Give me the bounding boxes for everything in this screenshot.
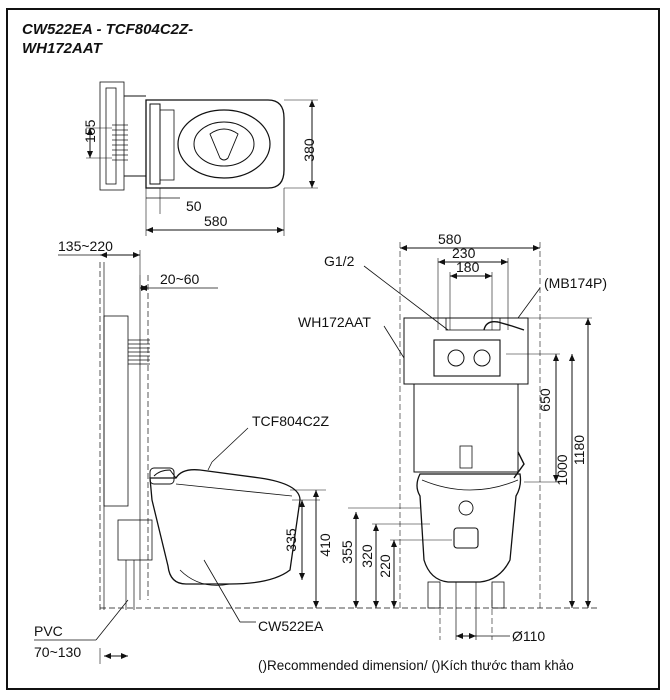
top-dim-580: 580 <box>204 213 228 229</box>
top-dim-380: 380 <box>301 138 317 162</box>
front-view-inlet-pipe <box>483 320 525 331</box>
label-g12: G1/2 <box>324 253 355 269</box>
top-dim-155: 155 <box>82 119 98 143</box>
side-view-bowl-outline <box>149 469 301 585</box>
front-dim-650: 650 <box>537 388 553 412</box>
front-dim-580: 580 <box>438 231 462 247</box>
front-dim-355: 355 <box>339 540 355 564</box>
front-view <box>330 242 600 640</box>
label-wh172aat: WH172AAT <box>298 314 371 330</box>
front-dim-1180: 1180 <box>571 435 587 465</box>
top-view-bowl-opening <box>209 128 239 161</box>
front-dim-180: 180 <box>456 259 480 275</box>
side-dim-410: 410 <box>317 533 333 557</box>
title-line-2: WH172AAT <box>22 40 102 57</box>
label-cw522ea: CW522EA <box>258 618 324 634</box>
top-view-seat-ring <box>177 109 271 179</box>
side-view-flush-plate <box>128 339 150 365</box>
front-view-cistern <box>413 383 519 473</box>
side-view-seat-unit <box>149 467 175 485</box>
front-view-frame-upper <box>403 317 529 385</box>
label-pvc: PVC <box>34 623 63 639</box>
front-dim-diameter-110: Ø110 <box>512 628 545 644</box>
top-view-cistern-ribs <box>112 124 128 161</box>
side-view-pipe-connection <box>117 519 153 561</box>
side-dim-135-220: 135~220 <box>58 238 113 254</box>
side-dim-70-130: 70~130 <box>34 644 81 660</box>
top-view-wall-frame <box>99 81 125 191</box>
front-dim-320: 320 <box>359 544 375 568</box>
front-view-bowl <box>416 473 522 583</box>
top-view <box>86 81 318 236</box>
title-line-1: CW522EA - TCF804C2Z- <box>22 21 194 38</box>
front-view-flush-plate <box>433 339 501 377</box>
label-mb174p: (MB174P) <box>544 275 607 291</box>
drawing-frame <box>6 8 660 690</box>
front-view-outlet <box>453 527 479 549</box>
top-view-toilet-outline <box>145 99 285 189</box>
front-dim-1000: 1000 <box>554 454 570 485</box>
side-view-frame <box>103 315 129 507</box>
front-dim-230: 230 <box>452 245 476 261</box>
footer-note: ()Recommended dimension/ ()Kích thước th… <box>258 658 574 673</box>
side-dim-20-60: 20~60 <box>160 271 200 287</box>
side-view <box>34 250 330 664</box>
front-dim-220: 220 <box>377 554 393 578</box>
label-tcf804c2z: TCF804C2Z <box>252 413 329 429</box>
top-dim-50: 50 <box>186 198 202 214</box>
drawing-title: CW522EA - TCF804C2Z- WH172AAT <box>22 20 193 58</box>
side-dim-335: 335 <box>283 528 299 552</box>
